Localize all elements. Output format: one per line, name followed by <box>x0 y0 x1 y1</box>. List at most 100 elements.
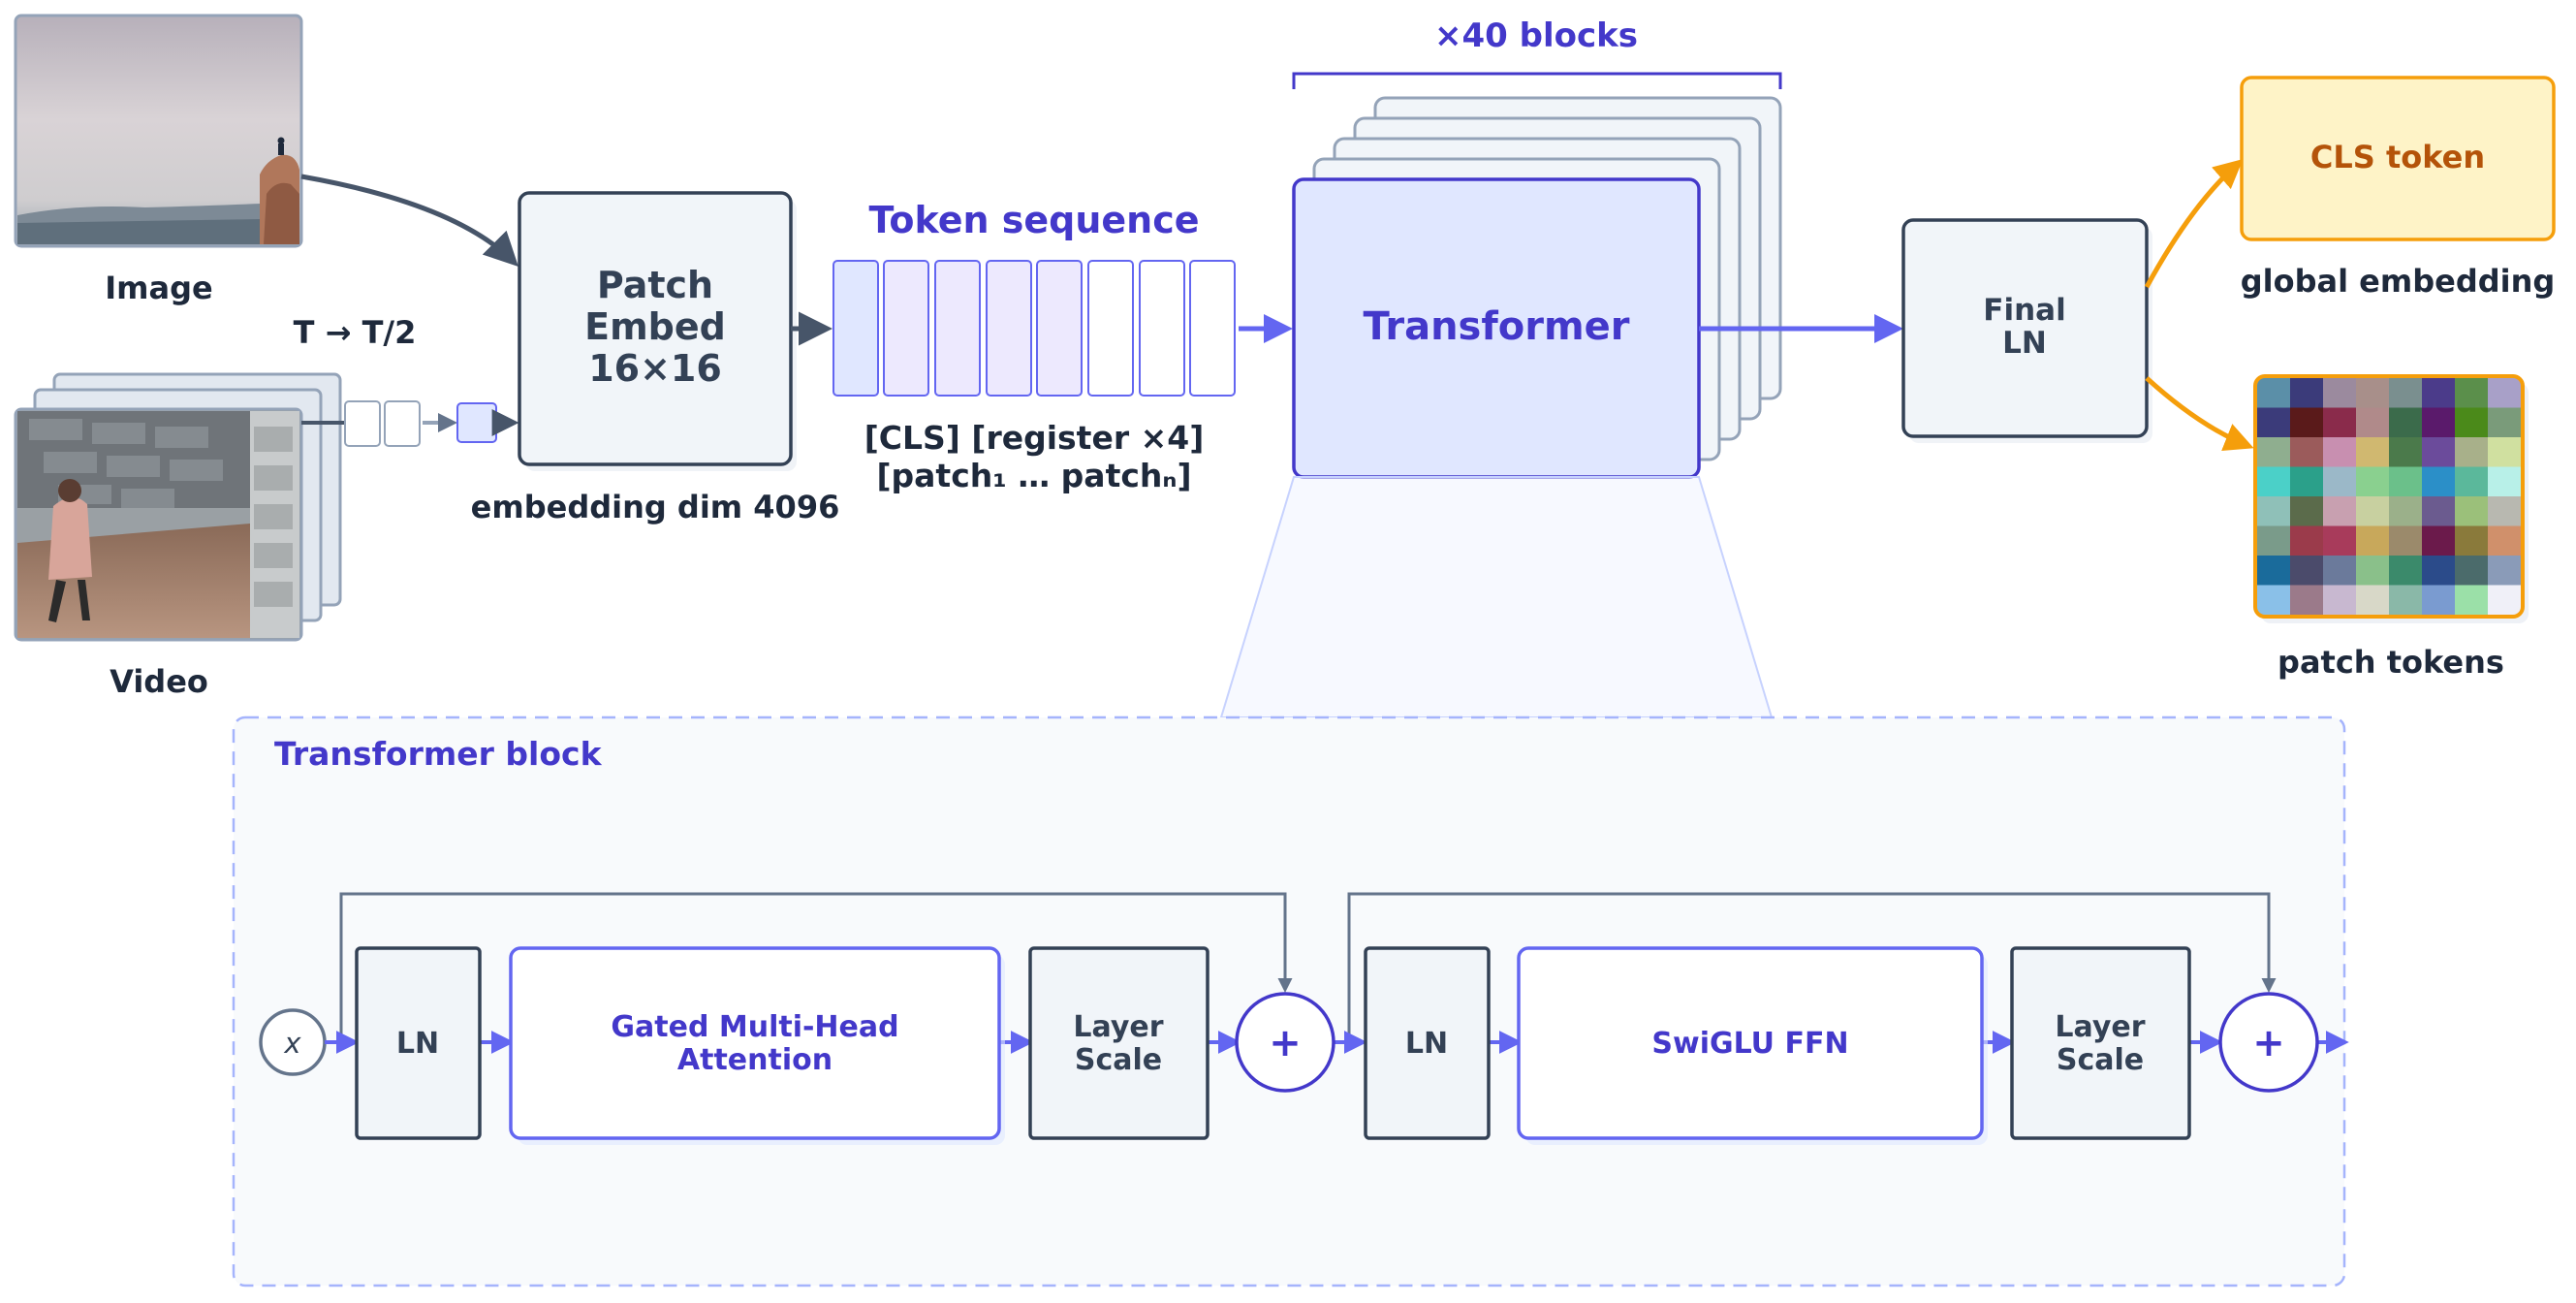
patch-token-cell <box>2323 407 2357 438</box>
token-sequence-caption-1: [CLS] [register ×4] <box>864 419 1205 457</box>
swiglu-ffn-label: SwiGLU FFN <box>1651 1027 1848 1061</box>
video-label: Video <box>110 663 208 700</box>
patch-token-cell <box>2356 496 2390 526</box>
patch-token-cell <box>2455 466 2489 497</box>
patch-token-cell <box>2356 525 2390 556</box>
layer-scale-2-line-1: Layer <box>2055 1010 2145 1044</box>
repeat-bracket <box>1292 72 1782 89</box>
patch-token-cell <box>2389 525 2423 556</box>
patch-token-cell <box>2455 407 2489 438</box>
patch-token-cell <box>2422 525 2456 556</box>
patch-token-cell <box>2488 556 2522 586</box>
patch-token-cell <box>2455 437 2489 467</box>
patch-token-cell <box>2323 556 2357 586</box>
patch-token-cell <box>2488 525 2522 556</box>
patch-embed-box: Patch Embed 16×16 <box>518 191 797 471</box>
patch-token-cell <box>2290 378 2324 408</box>
token-sequence-caption-2: [patch₁ … patchₙ] <box>876 457 1191 494</box>
patch-embed-line-1: Patch <box>597 264 713 306</box>
patch-tokens-caption: patch tokens <box>2278 644 2504 681</box>
token-patch <box>1139 260 1185 397</box>
residual-add-2-symbol: + <box>2252 1021 2285 1065</box>
video-frame-token-1 <box>344 400 381 447</box>
patch-token-cell <box>2422 585 2456 616</box>
cls-token-output: CLS token <box>2240 76 2556 241</box>
block-ln-1-label: LN <box>396 1027 439 1061</box>
patch-token-cell <box>2455 496 2489 526</box>
patch-token-cell <box>2290 585 2324 616</box>
residual-add-1 <box>1235 992 1335 1093</box>
final-ln-to-cls-arrow <box>2144 159 2244 289</box>
patch-token-cell <box>2455 525 2489 556</box>
patch-token-cell <box>2257 378 2291 408</box>
patch-token-cell <box>2290 466 2324 497</box>
transformer-block-title: Transformer block <box>274 735 603 773</box>
patch-token-cell <box>2323 378 2357 408</box>
swiglu-ffn-box <box>1517 946 1984 1140</box>
patch-token-cell <box>2290 437 2324 467</box>
final-ln-line-2: LN <box>2002 326 2047 361</box>
patch-token-cell <box>2257 585 2291 616</box>
patch-token-cell <box>2257 525 2291 556</box>
layer-scale-2-line-2: Scale <box>2057 1043 2144 1077</box>
patch-token-cell <box>2356 378 2390 408</box>
block-input-symbol: x <box>283 1027 301 1060</box>
patch-token-cell <box>2422 496 2456 526</box>
patch-token-cell <box>2389 378 2423 408</box>
patch-token-cell <box>2257 556 2291 586</box>
token-register <box>1036 260 1083 397</box>
block-ln-1 <box>355 946 482 1140</box>
final-ln-line-1: Final <box>1983 293 2065 328</box>
gated-attention-box <box>509 946 1001 1140</box>
video-frame-token-2 <box>384 400 421 447</box>
patch-token-cell <box>2389 437 2423 467</box>
patch-token-cell <box>2389 466 2423 497</box>
residual-add-2 <box>2218 992 2319 1093</box>
patch-token-cell <box>2422 378 2456 408</box>
token-patch <box>1087 260 1134 397</box>
image-to-patch-embed-arrow <box>300 174 518 267</box>
patch-token-cell <box>2488 585 2522 616</box>
layer-scale-2 <box>2010 946 2191 1140</box>
patch-token-cell <box>2356 437 2390 467</box>
patch-token-cell <box>2323 585 2357 616</box>
block-zoom-funnel <box>1219 476 1774 718</box>
patch-token-cell <box>2356 556 2390 586</box>
patch-token-cell <box>2488 496 2522 526</box>
token-register <box>934 260 981 397</box>
patch-token-cell <box>2323 496 2357 526</box>
residual-add-1-symbol: + <box>1269 1021 1302 1065</box>
token-patch <box>1189 260 1236 397</box>
final-ln-to-patch-arrow <box>2145 376 2254 452</box>
patch-token-cell <box>2455 585 2489 616</box>
patch-token-cell <box>2290 496 2324 526</box>
patch-token-cell <box>2389 496 2423 526</box>
video-thumbnail <box>14 407 303 642</box>
patch-token-cell <box>2323 437 2357 467</box>
patch-token-cell <box>2422 407 2456 438</box>
embedding-dim-caption: embedding dim 4096 <box>471 489 840 525</box>
patch-token-cell <box>2290 525 2324 556</box>
token-sequence-title: Token sequence <box>868 199 1199 241</box>
block-ln-2 <box>1364 946 1491 1140</box>
token-cls <box>832 260 879 397</box>
patch-token-cell <box>2488 466 2522 497</box>
patch-token-cell <box>2257 496 2291 526</box>
residual-skip-2 <box>1347 892 2277 1042</box>
image-thumbnail <box>14 14 303 248</box>
token-sequence <box>832 260 1236 397</box>
transformer-label: Transformer <box>1363 304 1629 349</box>
layer-scale-1-line-2: Scale <box>1075 1043 1162 1077</box>
attention-label-line-1: Gated Multi-Head <box>611 1010 898 1044</box>
patch-embed-line-3: 16×16 <box>588 347 722 390</box>
patch-token-cell <box>2257 407 2291 438</box>
patch-token-cell <box>2488 378 2522 408</box>
pooled-video-token <box>456 402 497 443</box>
patch-tokens-output <box>2253 374 2529 623</box>
transformer-box: Transformer <box>1292 177 1701 479</box>
transformer-repeat-label: ×40 blocks <box>1434 16 1638 55</box>
patch-token-cell <box>2422 437 2456 467</box>
patch-token-cell <box>2389 556 2423 586</box>
patch-token-grid <box>2257 378 2522 616</box>
token-register <box>986 260 1032 397</box>
